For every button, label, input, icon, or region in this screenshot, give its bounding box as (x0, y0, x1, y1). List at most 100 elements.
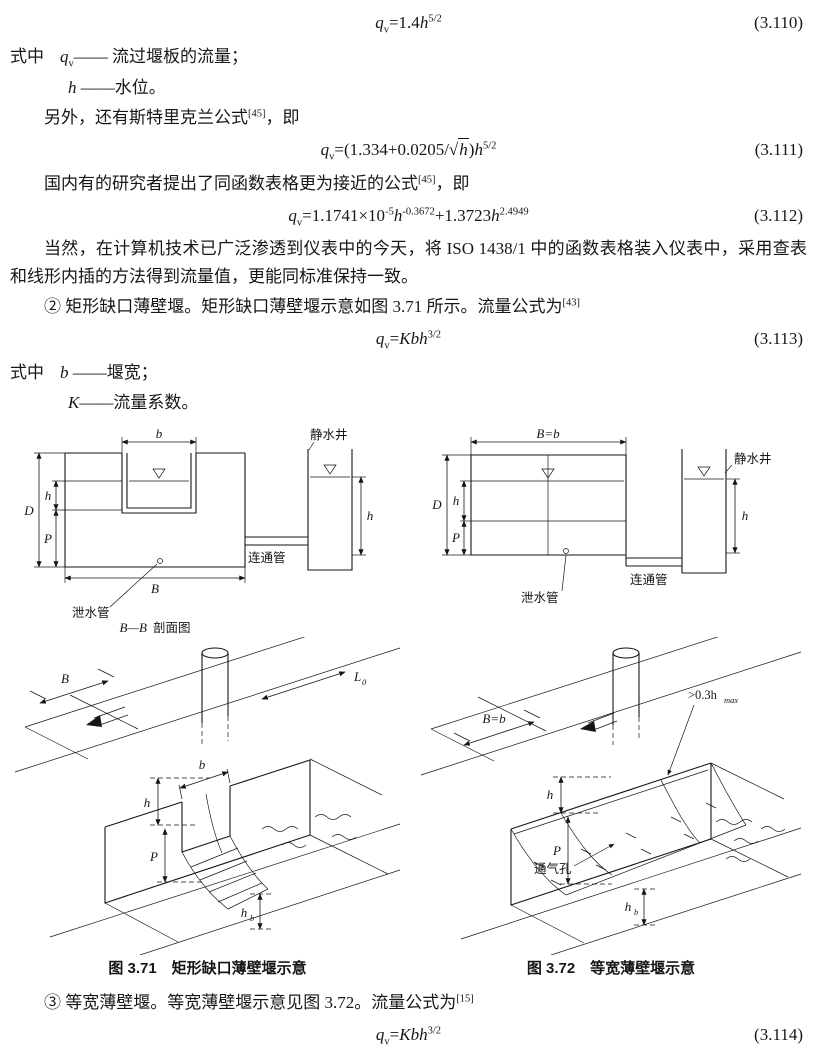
label-B-equals-b: B=b (536, 426, 560, 441)
ref-15: [15] (456, 993, 474, 1005)
dim-D: D (23, 452, 65, 569)
dim-h: h (144, 777, 210, 827)
label-h: h (453, 493, 460, 508)
label-b: b (199, 757, 206, 772)
label-P: P (451, 530, 460, 545)
equation-number: (3.111) (754, 140, 803, 160)
dim-B: B (64, 567, 246, 596)
paragraph-equal-width: ③ 等宽薄壁堰。等宽薄壁堰示意见图 3.72。流量公式为[15] (44, 993, 474, 1013)
dim-b: b (121, 426, 197, 454)
label-P: P (149, 849, 158, 864)
weir-plate (104, 759, 311, 905)
dim-P: P (552, 816, 612, 886)
equation-number: (3.112) (754, 205, 803, 225)
water-level-symbol (473, 469, 624, 482)
formula-3-114: qv=Kbh3/2 (375, 1024, 442, 1048)
label-b: b (156, 426, 163, 441)
figure-3-71-caption: 图 3.71 矩形缺口薄壁堰示意 (108, 960, 307, 978)
equation-3-113: qv=Kbh3/2 (3.113) (10, 322, 807, 358)
dim-B-equals-b: B=b (470, 426, 627, 456)
label-h: h (144, 795, 151, 810)
label-h: h (45, 488, 52, 503)
figure-3-72-section-view: B=b D (431, 426, 772, 605)
paragraph-rect-notch: ② 矩形缺口薄壁堰。矩形缺口薄壁堰示意如图 3.71 所示。流量公式为[43] (44, 297, 581, 317)
vent-hole-label: 通气孔 (534, 861, 572, 876)
stilling-pipe (201, 647, 229, 746)
paragraph-sterling: 另外，还有斯特里克兰公式[45]，即 (44, 108, 300, 128)
label-L0-sub: 0 (362, 677, 367, 687)
dim-B-equals-b: B=b (453, 710, 541, 747)
weir-tank (470, 454, 627, 556)
figure-3-71-perspective-view: B b h P (14, 637, 401, 956)
flow-arrow (580, 713, 618, 733)
equation-number: (3.113) (754, 329, 803, 348)
figure-3-72-column: B=b D (415, 425, 807, 982)
formula-3-110: qv=1.4h5/2 (375, 13, 442, 36)
stilling-well: 静水井 (307, 428, 353, 571)
equation-3-112: qv=1.1741×10-5h-0.3672+1.3723h2.4949 (3.… (10, 199, 807, 235)
label-B-equals-b: B=b (482, 711, 506, 726)
nappe (510, 763, 747, 896)
formula-3-112: qv=1.1741×10-5h-0.3672+1.3723h2.4949 (288, 205, 529, 229)
stilling-pipe (612, 647, 640, 746)
stilling-well-label: 静水井 (734, 452, 772, 466)
dim-well-h: h (352, 476, 374, 557)
dim-h: h (45, 480, 122, 512)
drain-pipe-label: 泄水管 (521, 590, 559, 605)
ref-45: [45] (418, 174, 436, 186)
label-hb: h (241, 905, 248, 920)
connecting-pipe-label: 连通管 (248, 550, 286, 565)
label-L0: L (353, 669, 361, 684)
paragraph-domestic: 国内有的研究者提出了同函数表格更为接近的公式[45]，即 (44, 173, 470, 193)
paragraph-computer: 当然，在计算机技术已广泛渗透到仪表中的今天，将 ISO 1438/1 中的函数表… (10, 239, 807, 287)
vent-hole: 通气孔 (534, 844, 615, 876)
stilling-well: 静水井 (681, 449, 772, 574)
channel-lines (14, 637, 401, 956)
connecting-pipe-label: 连通管 (630, 572, 668, 587)
label-B: B (61, 671, 69, 686)
dim-B: B (29, 669, 115, 705)
label-hb-sub: b (634, 907, 638, 917)
label-D: D (23, 503, 34, 518)
drain-pipe: 泄水管 (72, 558, 163, 620)
channel-lines (420, 637, 802, 956)
label-well-h: h (742, 508, 749, 523)
dim-hb: h b (625, 888, 656, 927)
connecting-pipe: 连通管 (245, 536, 308, 565)
water-level-symbol (129, 469, 189, 482)
nappe (181, 794, 269, 910)
formula-3-113: qv=Kbh3/2 (375, 329, 442, 352)
where-clause-h: h ——水位。 (68, 78, 166, 98)
stilling-well-label: 静水井 (310, 428, 348, 442)
drain-pipe-label: 泄水管 (72, 605, 110, 620)
connecting-pipe: 连通管 (625, 555, 682, 587)
ref-43: [43] (562, 297, 581, 309)
label-h: h (547, 787, 554, 802)
ref-45: [45] (248, 108, 266, 120)
weir-plate (510, 762, 712, 907)
dim-hb: h b (241, 893, 272, 931)
figures-block: b D (10, 425, 807, 982)
label-B: B (151, 581, 159, 596)
equation-number: (3.114) (754, 1024, 803, 1044)
equation-number: (3.110) (754, 13, 803, 32)
downstream-waves (715, 819, 786, 863)
downstream-waves (261, 814, 357, 849)
label-P: P (43, 531, 52, 546)
figure-3-71-section-view: b D (23, 426, 374, 635)
equation-3-110: qv=1.4h5/2 (3.110) (10, 6, 807, 42)
label-hmax-clearance: >0.3h max (667, 688, 738, 776)
equation-3-111: qv=(1.334+0.0205/√h)h5/2 (3.111) (10, 133, 807, 169)
label-well-h: h (367, 508, 374, 523)
dim-P: P (451, 520, 467, 557)
figure-3-72-perspective-view: B=b >0.3h max h P (420, 637, 802, 956)
dim-L0: L 0 (261, 669, 367, 701)
equation-3-114: qv=Kbh3/2 (3.114) (10, 1018, 807, 1054)
hmax-label: >0.3h (688, 688, 718, 702)
dim-h: h (547, 776, 611, 815)
dim-P: P (149, 828, 205, 884)
